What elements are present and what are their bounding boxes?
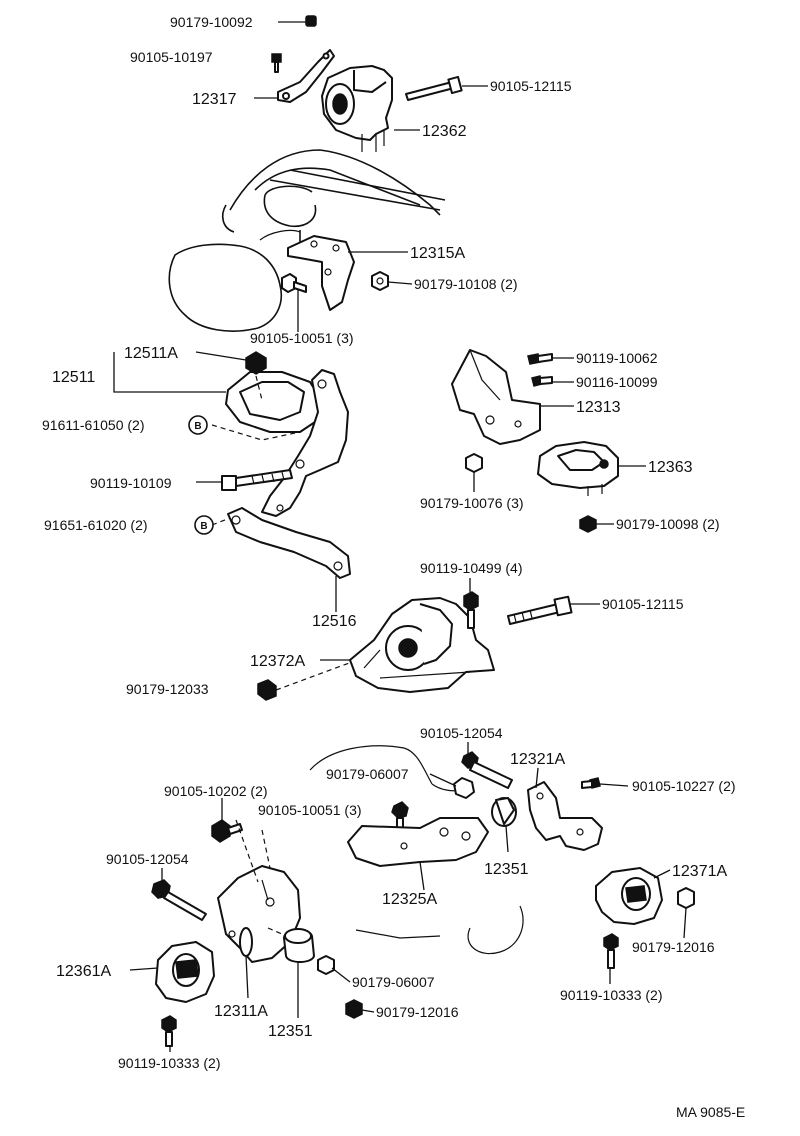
bolt-90105-10197: [271, 53, 282, 73]
bracket-12313: [451, 349, 541, 445]
bolt-90105-12054-upper: [461, 751, 513, 789]
link-12516: [227, 507, 351, 579]
marker-b-upper: B: [188, 415, 208, 435]
engine-block-outline: [168, 149, 446, 332]
bolt-90119-10109: [221, 469, 293, 491]
label-12317: 12317: [192, 91, 237, 108]
bushing-12351-upper: [491, 797, 517, 827]
bolt-90105-10051-top: [281, 273, 307, 293]
label-90105-10227: 90105-10227 (2): [632, 778, 736, 794]
bolt-90105-12115-top: [405, 75, 463, 101]
label-90119-10333-right: 90119-10333 (2): [560, 987, 662, 1003]
label-12311A: 12311A: [214, 1003, 268, 1020]
label-90116-10099: 90116-10099: [576, 374, 658, 390]
bushing-12351-lower: [283, 928, 315, 963]
label-90179-06007-upper: 90179-06007: [326, 766, 409, 782]
part-labels: 90179-10092 90105-10197 90105-12115 1231…: [42, 14, 745, 1120]
bolt-90105-10202: [211, 819, 243, 843]
label-90179-10092: 90179-10092: [170, 14, 253, 30]
label-90105-12054-lower: 90105-12054: [106, 851, 189, 867]
label-90179-06007-lower: 90179-06007: [352, 974, 435, 990]
bolt-90119-10333-right: [603, 933, 619, 969]
insulator-12372A: [349, 597, 495, 693]
leader-lines: [113, 21, 687, 1052]
label-12351-lower: 12351: [268, 1023, 313, 1040]
nut-90179-10076: [465, 453, 483, 473]
label-12361A: 12361A: [56, 963, 111, 980]
bracket-12315A: [287, 235, 355, 311]
dashed-leader-12033: [275, 661, 353, 691]
label-90105-12054-upper: 90105-12054: [420, 725, 503, 741]
label-12511: 12511: [52, 369, 95, 386]
dashed-leaders-lower: [235, 819, 283, 935]
label-90179-10076: 90179-10076 (3): [420, 495, 524, 511]
label-90105-10202: 90105-10202 (2): [164, 783, 268, 799]
bolt-90119-10333-left: [161, 1015, 177, 1047]
marker-b-lower: B: [194, 515, 214, 535]
insulator-12371A: [595, 867, 663, 925]
label-90105-12115-top: 90105-12115: [490, 78, 572, 94]
label-12363: 12363: [648, 459, 693, 476]
engine-mounting-bracket-12511: [225, 369, 349, 517]
nut-12511A: [245, 351, 267, 375]
dashed-leaders-12511: [211, 375, 301, 526]
label-90105-12115-mid: 90105-12115: [602, 596, 684, 612]
insulator-12362: [321, 65, 393, 152]
label-90105-10051-lower: 90105-10051 (3): [258, 802, 362, 818]
nut-90179-10092: [305, 15, 317, 27]
label-90105-10051-top: 90105-10051 (3): [250, 330, 354, 346]
label-12372A: 12372A: [250, 653, 305, 670]
bracket-12321A: [527, 781, 603, 851]
bolt-90105-10227: [581, 777, 601, 789]
label-90119-10109: 90119-10109: [90, 475, 172, 491]
label-91651-61020: 91651-61020 (2): [44, 517, 148, 533]
label-90179-12016-lower: 90179-12016: [376, 1004, 459, 1020]
label-12315A: 12315A: [410, 245, 465, 262]
marker-b-upper-text: B: [194, 421, 201, 432]
bolt-90119-10499: [463, 591, 479, 629]
label-12313: 12313: [576, 399, 621, 416]
label-12321A: 12321A: [510, 751, 565, 768]
marker-b-lower-text: B: [200, 521, 207, 532]
label-90179-12033: 90179-12033: [126, 681, 209, 697]
label-12362: 12362: [422, 123, 467, 140]
insulator-12361A: [155, 941, 215, 1003]
bolt-90119-10062: [527, 353, 553, 365]
label-91611-61050: 91611-61050 (2): [42, 417, 144, 433]
label-90119-10333-left: 90119-10333 (2): [118, 1055, 220, 1071]
nut-90179-12033: [257, 679, 277, 701]
nut-90179-12016-lower: [345, 999, 363, 1019]
bracket-12325A: [347, 817, 489, 867]
label-90179-10098: 90179-10098 (2): [616, 516, 720, 532]
label-12516: 12516: [312, 613, 357, 630]
label-12511A: 12511A: [124, 345, 178, 362]
label-90179-10108: 90179-10108 (2): [414, 276, 518, 292]
insulator-12363: [537, 441, 619, 496]
nut-90179-06007-lower: [317, 955, 335, 975]
label-12325A: 12325A: [382, 891, 437, 908]
nut-90179-06007-upper: [453, 777, 475, 799]
label-90119-10499: 90119-10499 (4): [420, 560, 522, 576]
label-12351-upper: 12351: [484, 861, 529, 878]
wire-outline-lower: [309, 745, 524, 955]
nut-90179-10098: [579, 515, 597, 533]
nut-90179-12016-right: [677, 887, 695, 909]
label-90105-10197: 90105-10197: [130, 49, 213, 65]
bolt-90105-12115-mid: [507, 595, 573, 625]
engine-mount-bracket-12317: [277, 49, 335, 103]
label-90179-12016-right: 90179-12016: [632, 939, 715, 955]
label-12371A: 12371A: [672, 863, 727, 880]
label-90119-10062: 90119-10062: [576, 350, 658, 366]
bolt-90116-10099: [531, 375, 553, 387]
diagram-code: MA 9085-E: [676, 1104, 745, 1120]
nut-90179-10108: [371, 271, 389, 291]
bolt-90105-12054-lower: [151, 879, 207, 921]
